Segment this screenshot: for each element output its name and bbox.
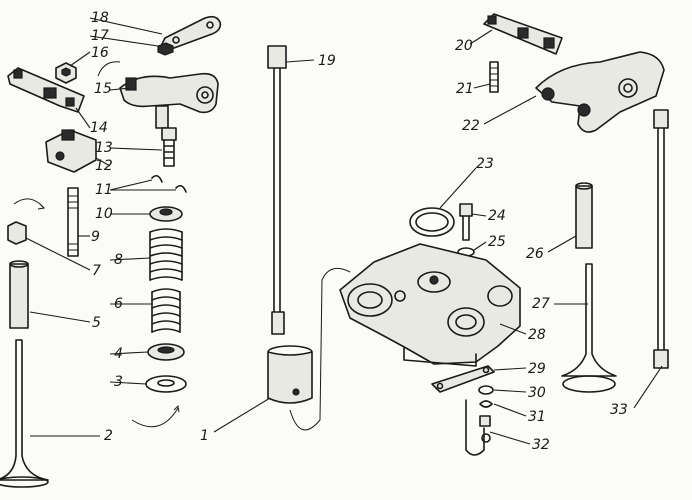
label-31: 31 [528,409,546,425]
label-13: 13 [95,140,113,156]
part-29-strap [431,365,495,393]
part-19-pushrod [267,45,287,335]
part-22-rocker-arm [535,51,665,133]
label-7: 7 [92,263,101,279]
part-17-nut [157,42,174,56]
part-33-pushrod [653,109,669,369]
label-17: 17 [91,28,109,44]
label-26: 26 [526,246,544,262]
label-18: 18 [91,10,109,26]
label-32: 32 [532,437,550,453]
label-1: 1 [200,428,209,444]
part-23-ring [409,207,455,237]
arrowhead-bottom [173,404,180,413]
label-27: 27 [532,296,550,312]
label-15: 15 [94,81,112,97]
label-28: 28 [528,327,546,343]
part-16-nut [55,62,77,84]
label-22: 22 [462,118,480,134]
part-7-nut [7,221,27,245]
label-4: 4 [114,346,123,362]
part-9-stud [67,187,79,257]
part-21-stud [489,61,499,93]
arrow-rocker [97,61,121,77]
part-1-tappet [267,345,313,404]
part-12-support [45,129,97,173]
label-30: 30 [528,385,546,401]
arrow-left-top [13,198,45,209]
label-10: 10 [95,206,113,222]
part-14-rocker-bar [7,67,85,113]
label-12: 12 [95,158,113,174]
label-24: 24 [488,208,506,224]
part-15-rocker-arm [119,72,219,129]
part-11-keepers [151,174,187,193]
part-28-head [339,243,521,367]
part-5-guide [9,260,29,329]
label-19: 19 [318,53,336,69]
label-9: 9 [91,229,100,245]
part-26-guide [575,182,593,249]
part-13-screw [161,127,177,167]
part-27-valve [561,263,617,393]
part-32-bolt [465,399,491,456]
label-33: 33 [610,402,628,418]
arrow-bottom [131,407,179,428]
part-30-washer [478,385,494,395]
arrowhead-left-top [37,203,46,210]
leader-lines [25,17,663,445]
label-23: 23 [476,156,494,172]
label-6: 6 [114,296,123,312]
label-16: 16 [91,45,109,61]
part-18-plate [161,15,222,50]
part-2-valve [0,339,49,488]
connector-curve [289,267,351,431]
label-29: 29 [528,361,546,377]
label-3: 3 [114,374,123,390]
label-21: 21 [456,81,474,97]
part-8-outer-spring [149,228,183,281]
part-24-bolt [459,203,473,241]
label-25: 25 [488,234,506,250]
label-14: 14 [90,120,108,136]
part-6-inner-spring [151,288,181,333]
part-3-washer [145,375,187,393]
label-20: 20 [455,38,473,54]
part-20-bracket [483,13,563,55]
part-4-seat [147,343,185,361]
part-10-cap [149,206,183,222]
label-5: 5 [92,315,101,331]
label-11: 11 [95,182,113,198]
part-31-spring-washer [479,400,493,408]
label-8: 8 [114,252,123,268]
label-2: 2 [104,428,113,444]
